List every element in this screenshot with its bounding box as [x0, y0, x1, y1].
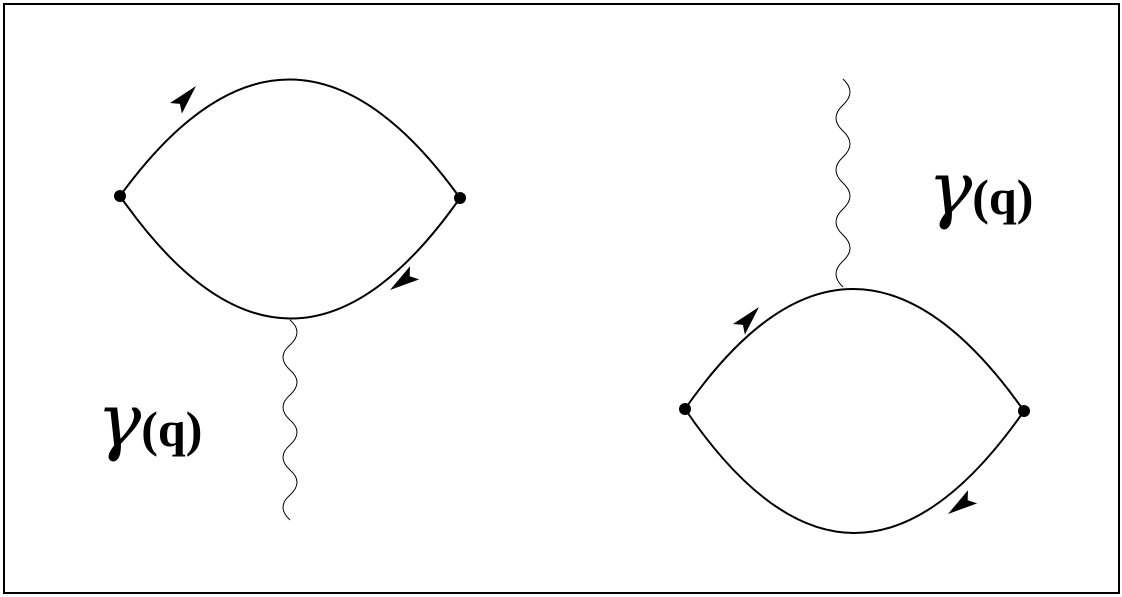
- figure-border: [3, 3, 1120, 594]
- left-vertex-right: [454, 192, 466, 204]
- left-loop-upper-arc: [119, 78, 461, 199]
- right-loop-lower-arc: [684, 408, 1025, 534]
- gamma-symbol: γ: [928, 146, 973, 232]
- photon-label-right: γ(q): [928, 152, 1033, 226]
- left-vertex-left: [114, 190, 126, 202]
- gamma-symbol: γ: [97, 378, 142, 464]
- right-lower-arrow-icon: [948, 490, 978, 514]
- right-vertex-right: [1018, 405, 1030, 417]
- right-vertex-left: [679, 403, 691, 415]
- left-loop-lower-arc: [119, 195, 461, 320]
- left-lower-arrow-icon: [390, 266, 420, 290]
- photon-label-left: γ(q): [97, 384, 202, 458]
- right-upper-arrow-icon: [732, 307, 759, 335]
- right-diagram: [679, 78, 1030, 534]
- momentum-argument: (q): [972, 169, 1034, 225]
- left-upper-arrow-icon: [169, 86, 196, 114]
- right-loop-upper-arc: [684, 288, 1025, 412]
- right-photon-line: [835, 78, 851, 288]
- momentum-argument: (q): [141, 401, 203, 457]
- left-diagram: [114, 78, 466, 521]
- left-photon-line: [282, 319, 298, 521]
